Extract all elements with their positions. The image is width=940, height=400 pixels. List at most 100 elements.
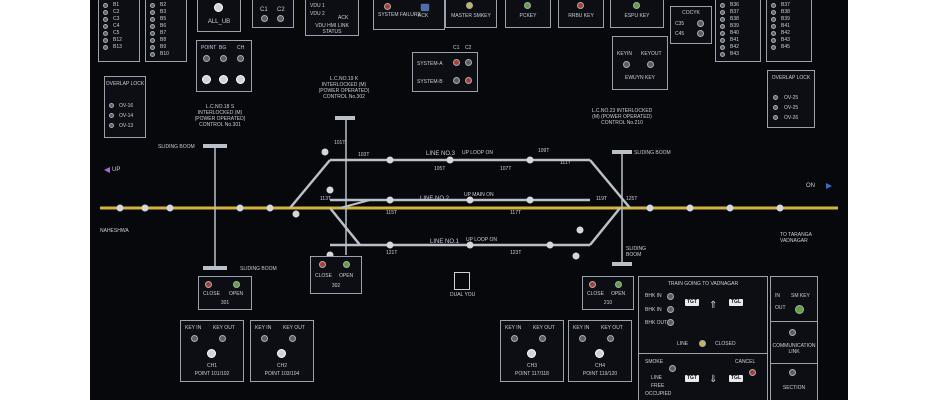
point-knob[interactable] [202, 75, 211, 84]
status-lamp [771, 17, 776, 22]
section-lamp [789, 369, 796, 376]
key-out-lamp [539, 335, 546, 342]
key-in-lamp [261, 335, 268, 342]
key-in-lamp [579, 335, 586, 342]
line-closed-line-label: LINE [677, 341, 689, 347]
sm-divider-1 [771, 321, 817, 322]
status-lamp [103, 3, 108, 8]
overlap-lock-right-title: OVERLAP LOCK [771, 75, 811, 81]
system-b-label: SYSTEM-B [417, 79, 443, 85]
master-smkey-box: MASTER SMKEY [445, 0, 497, 28]
boom-bar-mid-top [335, 116, 355, 120]
espu-key-box: ESPU KEY [610, 0, 664, 28]
close-open-210-box: CLOSE OPEN 210 [582, 276, 634, 310]
key-switch-knob[interactable] [277, 349, 286, 358]
open-301-lamp [233, 281, 240, 288]
key-out-label: KEY OUT [601, 325, 623, 331]
tgl-tag[interactable]: TGL [729, 299, 743, 306]
key-out-label: KEY OUT [283, 325, 305, 331]
bg-knob[interactable] [219, 75, 228, 84]
track-label-113: 113T [320, 196, 332, 202]
comm-link-label: COMMUNICATION LINK [772, 343, 816, 355]
comm-link-lamp [789, 329, 796, 336]
status-lamp-label: B40 [730, 30, 739, 36]
line-closed-lamp [699, 340, 706, 347]
status-lamp-label: B8 [160, 37, 167, 43]
right-station-label: TO TARANGA VADNAGAR [780, 232, 812, 244]
on-arrow-right [826, 183, 832, 189]
overlap-lock-left-box: OVERLAP LOCK OV-16 OV-14 OV-13 [104, 76, 146, 138]
overlap-left-item-1: OV-16 [119, 103, 134, 109]
close-open-302-box: CLOSE OPEN 302 [310, 256, 362, 294]
status-lamp-label: B13 [113, 44, 122, 50]
track-label-121: 121T [386, 250, 398, 256]
point-lamp [203, 55, 210, 62]
ch-knob[interactable] [236, 75, 245, 84]
boom-bar-right-top [612, 150, 632, 154]
up-loop-on-1-label: UP LOOP ON [466, 237, 497, 243]
status-lamp-label: B37 [730, 9, 739, 15]
system-failure-lamp [384, 3, 391, 10]
train-panel-title: TRAIN GOING TO VADNAGAR [667, 281, 739, 287]
status-lamp [150, 10, 155, 15]
track-label-111: 111T [560, 160, 571, 166]
key-switch-knob[interactable] [527, 349, 536, 358]
status-lamp-label: B3 [160, 9, 167, 15]
status-lamp-label: C2 [113, 9, 120, 15]
status-lamp-label: B39 [730, 23, 739, 29]
track-diagram [100, 116, 838, 270]
cancel-lamp [749, 369, 756, 376]
overlap-right-item-3: OV-26 [784, 115, 799, 121]
status-lamp-label: B38 [781, 9, 790, 15]
sm-key-label: SM KEY [791, 293, 810, 299]
all-ub-knob[interactable] [214, 3, 223, 12]
vdu-link-status-label: VDU HMI LINK STATUS [315, 23, 349, 35]
cocyk-title: COCYK [682, 10, 700, 16]
overlap-left-lamp-3 [109, 123, 114, 128]
train-row-1: BHK IN [645, 293, 662, 299]
status-lamp [103, 31, 108, 36]
close-210-label: CLOSE [587, 291, 604, 297]
status-lamp [150, 38, 155, 43]
overlap-right-lamp-3 [773, 115, 778, 120]
status-lamp [771, 3, 776, 8]
status-lamp-label: B43 [781, 37, 790, 43]
open-301-label: OPEN [229, 291, 244, 297]
status-lamp-label: B10 [160, 51, 169, 57]
overlap-right-lamp-1 [773, 95, 778, 100]
train-lamp-2 [667, 306, 674, 313]
vdu-status-box: VDU 1 VDU 2 ACK VDU HMI LINK STATUS [305, 0, 359, 36]
overlap-left-lamp-1 [109, 103, 114, 108]
open-302-label: OPEN [339, 273, 354, 279]
open-210-label: OPEN [611, 291, 626, 297]
key-switch-knob[interactable] [595, 349, 604, 358]
key-switch-knob[interactable] [207, 349, 216, 358]
tgt-tag-lower[interactable]: TGT [685, 375, 699, 382]
overlap-right-item-1: OV-25 [784, 95, 799, 101]
espu-key-lamp [633, 2, 640, 9]
key-in-lamp [191, 335, 198, 342]
cocyk-item-1: C35 [675, 21, 685, 27]
track-label-123: 123T [510, 250, 522, 256]
ch-label: CH [237, 45, 245, 51]
track-label-119: 119T [596, 196, 608, 202]
tgt-tag[interactable]: TGT [685, 299, 699, 306]
key-in-label: KEY IN [573, 325, 590, 331]
train-panel-divider [639, 353, 767, 354]
close-301-lamp [205, 281, 212, 288]
vdu-ack-label: ACK [338, 15, 349, 21]
sm-key-lamp [795, 305, 804, 314]
left-station-label: NAHESHWA [100, 228, 129, 234]
ewuyn-keyin-lamp [623, 61, 630, 68]
smoke-label: SMOKE [645, 359, 664, 365]
system-failure-ack-button[interactable] [420, 3, 430, 12]
tgl-tag-lower[interactable]: TGL [729, 375, 743, 382]
system-c2-label: C2 [465, 45, 472, 51]
ewuyn-keyout-lamp [647, 61, 654, 68]
ewuyn-key-box: KEYIN KEYOUT EWUYN KEY [612, 36, 668, 90]
key-panel-name: CH1 [206, 363, 217, 369]
status-lamp [720, 52, 725, 57]
line-free-line-label: LINE [651, 375, 663, 381]
